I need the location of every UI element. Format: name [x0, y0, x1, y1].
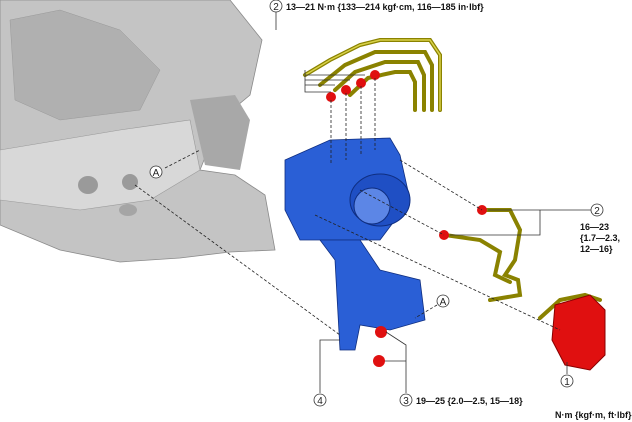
callout-number: 2 [273, 2, 279, 13]
abs-bracket [319, 239, 426, 351]
reference-a-right: A [436, 294, 450, 308]
alignment-lines [134, 78, 561, 336]
reference-letter: A [153, 168, 160, 179]
callout-right: 2 16—23 {1.7—2.3, 12—16} [580, 203, 620, 254]
callout-number: 3 [403, 396, 409, 407]
fasteners [326, 70, 606, 371]
reference-a-left: A [149, 165, 163, 179]
torque-spec-right-line2: {1.7—2.3, [580, 233, 620, 243]
torque-spec-right-line1: 16—23 [580, 222, 609, 232]
leader-lines [275, 12, 591, 393]
brake-caliper-part [551, 294, 606, 371]
callout-bottom-right: 1 [560, 374, 574, 388]
callout-top: 2 13—21 N·m {133—214 kgf·cm, 116—185 in·… [269, 0, 484, 13]
reference-letter: A [440, 297, 447, 308]
abs-hydraulic-unit [284, 137, 426, 351]
callout-bottom-left: 4 [313, 393, 327, 407]
callout-number: 1 [564, 377, 570, 388]
units-note: N·m {kgf·m, ft·lbf} [555, 410, 632, 420]
callout-number: 2 [594, 206, 600, 217]
torque-spec-bottom: 19—25 {2.0—2.5, 15—18} [416, 396, 523, 406]
vehicle-body-panel [0, 0, 276, 263]
callout-number: 4 [317, 396, 323, 407]
torque-spec-right-line3: 12—16} [580, 244, 613, 254]
torque-spec-top: 13—21 N·m {133—214 kgf·cm, 116—185 in·lb… [286, 2, 484, 12]
callout-bottom-mid: 3 19—25 {2.0—2.5, 15—18} [399, 393, 523, 407]
